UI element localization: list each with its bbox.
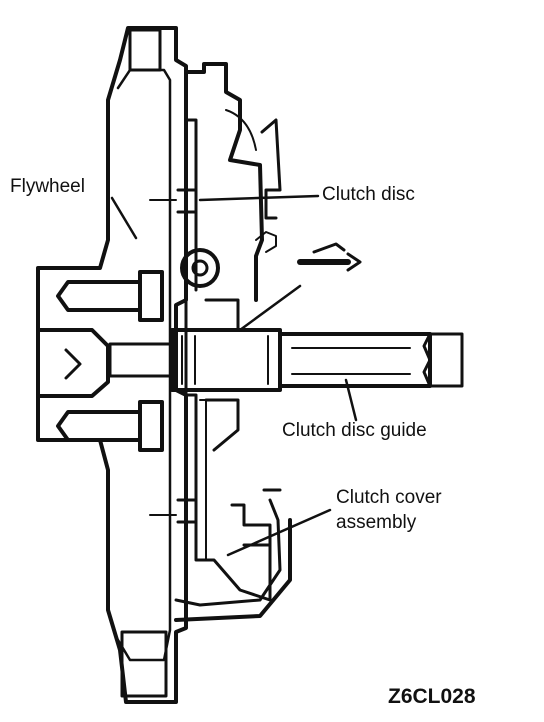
- flywheel-body: [36, 26, 188, 704]
- figure-code: Z6CL028: [388, 685, 476, 708]
- clutch-disc-shape: [176, 188, 240, 524]
- leader-lines: [110, 194, 358, 557]
- clutch-cover-assembly-shape: [174, 62, 292, 622]
- clutch-cover-leader: [226, 508, 332, 557]
- label-clutch-disc: Clutch disc: [322, 184, 415, 205]
- clutch-disc-guide-shape: [108, 328, 464, 392]
- clutch-disc-guide-leader: [344, 378, 358, 422]
- flywheel-leader: [110, 196, 138, 240]
- clutch-disc-leader: [198, 194, 320, 202]
- tool-leader: [238, 284, 302, 332]
- label-flywheel: Flywheel: [10, 176, 85, 197]
- label-clutch-cover-line1: Clutch cover: [336, 487, 442, 508]
- tool-icon: [297, 242, 362, 272]
- crankshaft-bolts: [36, 270, 164, 452]
- label-clutch-disc-guide: Clutch disc guide: [282, 420, 427, 441]
- label-clutch-cover-line2: assembly: [336, 512, 417, 533]
